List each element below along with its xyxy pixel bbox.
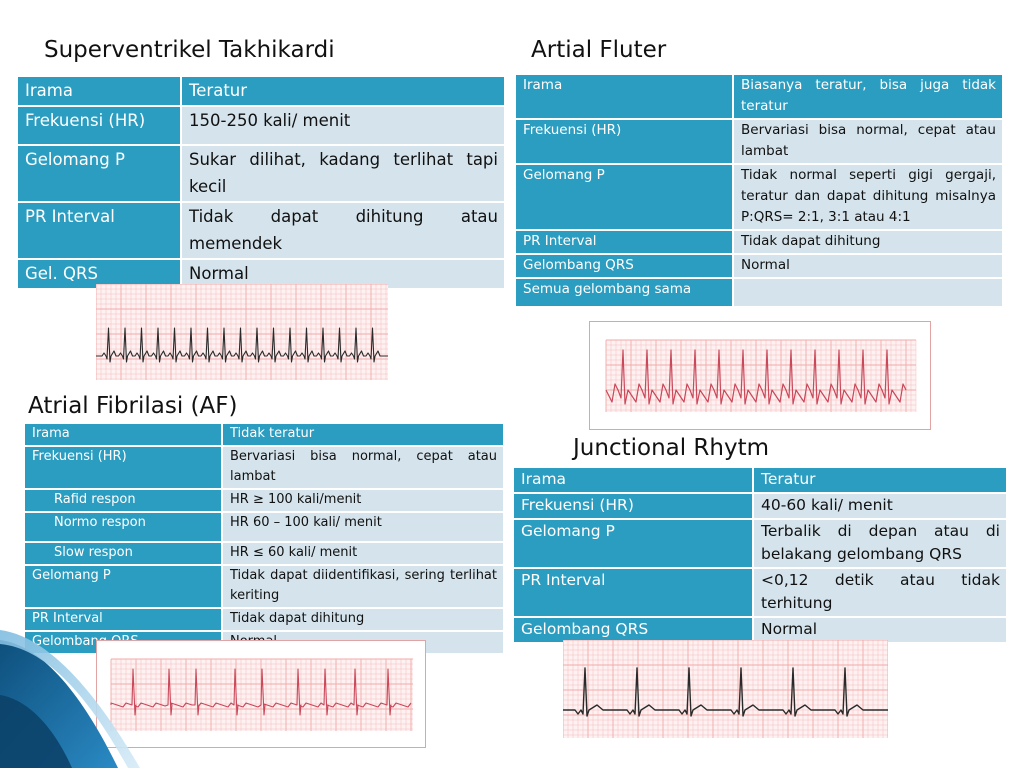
row-value: Tidak normal seperti gigi gergaji, terat… <box>734 165 1002 231</box>
table-row: PR Interval Tidak dapat dihitung <box>25 609 503 632</box>
row-value: HR ≤ 60 kali/ menit <box>223 543 503 566</box>
ecg-strip-svt <box>96 284 388 380</box>
table-row: Frekuensi (HR) 40-60 kali/ menit <box>514 494 1006 520</box>
row-value: Terbalik di depan atau di belakang gelom… <box>754 520 1006 569</box>
row-value: Tidak teratur <box>223 424 503 447</box>
table-row: Semua gelombang sama <box>516 279 1002 308</box>
row-value <box>734 279 1002 308</box>
ecg-strip-junctional <box>563 640 888 738</box>
table-flutter: Irama Biasanya teratur, bisa juga tidak … <box>516 75 1002 308</box>
row-key: Irama <box>25 424 223 447</box>
wave-decoration <box>0 630 140 768</box>
row-key: Irama <box>516 75 734 120</box>
row-key: Irama <box>18 77 182 107</box>
table-row: Gelomang P Sukar dilihat, kadang terliha… <box>18 146 504 203</box>
row-value: Tidak dapat dihitung <box>734 231 1002 255</box>
table-row: Gelomang P Tidak dapat diidentifikasi, s… <box>25 566 503 609</box>
table-row: Irama Teratur <box>18 77 504 107</box>
row-key: Rafid respon <box>25 490 223 513</box>
table-row: PR Interval Tidak dapat dihitung <box>516 231 1002 255</box>
table-row: Irama Biasanya teratur, bisa juga tidak … <box>516 75 1002 120</box>
row-key: Gelomang P <box>516 165 734 231</box>
row-value: Teratur <box>182 77 504 107</box>
table-row: Irama Tidak teratur <box>25 424 503 447</box>
ecg-strip-af <box>96 640 426 748</box>
table-junctional: Irama Teratur Frekuensi (HR) 40-60 kali/… <box>514 468 1006 644</box>
table-row: Slow respon HR ≤ 60 kali/ menit <box>25 543 503 566</box>
table-row: Frekuensi (HR) 150-250 kali/ menit <box>18 107 504 146</box>
table-svt: Irama Teratur Frekuensi (HR) 150-250 kal… <box>18 77 504 290</box>
row-key: Frekuensi (HR) <box>18 107 182 146</box>
row-value: Tidak dapat dihitung <box>223 609 503 632</box>
row-key: PR Interval <box>516 231 734 255</box>
row-value: 150-250 kali/ menit <box>182 107 504 146</box>
row-key: Gelombang QRS <box>516 255 734 279</box>
row-value: Biasanya teratur, bisa juga tidak teratu… <box>734 75 1002 120</box>
row-value: Tidak dapat diidentifikasi, sering terli… <box>223 566 503 609</box>
table-row: Frekuensi (HR) Bervariasi bisa normal, c… <box>516 120 1002 165</box>
row-key: Irama <box>514 468 754 494</box>
title-af: Atrial Fibrilasi (AF) <box>28 393 238 419</box>
table-row: Gelombang QRS Normal <box>516 255 1002 279</box>
row-key: Frekuensi (HR) <box>516 120 734 165</box>
ecg-trace-graphic <box>605 339 917 412</box>
row-value: <0,12 detik atau tidak terhitung <box>754 569 1006 618</box>
row-value: Teratur <box>754 468 1006 494</box>
table-row: Gelomang P Terbalik di depan atau di bel… <box>514 520 1006 569</box>
row-key: Gelomang P <box>25 566 223 609</box>
table-row: Gelomang P Tidak normal seperti gigi ger… <box>516 165 1002 231</box>
row-value: Tidak dapat dihitung atau memendek <box>182 203 504 260</box>
row-value: Bervariasi bisa normal, cepat atau lamba… <box>734 120 1002 165</box>
row-value: Bervariasi bisa normal, cepat atau lamba… <box>223 447 503 490</box>
table-row: Irama Teratur <box>514 468 1006 494</box>
row-key: Semua gelombang sama <box>516 279 734 308</box>
row-key: Gelomang P <box>514 520 754 569</box>
row-key: PR Interval <box>25 609 223 632</box>
table-row: Rafid respon HR ≥ 100 kali/menit <box>25 490 503 513</box>
row-key: Gelomang P <box>18 146 182 203</box>
title-flutter: Artial Fluter <box>531 37 667 63</box>
ecg-trace-graphic <box>563 640 888 738</box>
row-key: Normo respon <box>25 513 223 543</box>
row-value: 40-60 kali/ menit <box>754 494 1006 520</box>
table-af: Irama Tidak teratur Frekuensi (HR) Berva… <box>25 424 503 655</box>
row-key: Frekuensi (HR) <box>514 494 754 520</box>
ecg-strip-flutter <box>589 321 931 430</box>
row-key: Frekuensi (HR) <box>25 447 223 490</box>
row-key: Slow respon <box>25 543 223 566</box>
row-value: Normal <box>734 255 1002 279</box>
row-value: HR 60 – 100 kali/ menit <box>223 513 503 543</box>
row-key: PR Interval <box>18 203 182 260</box>
title-junctional: Junctional Rhytm <box>573 435 770 461</box>
row-value: Sukar dilihat, kadang terlihat tapi keci… <box>182 146 504 203</box>
row-value: HR ≥ 100 kali/menit <box>223 490 503 513</box>
table-row: PR Interval Tidak dapat dihitung atau me… <box>18 203 504 260</box>
ecg-trace-graphic <box>96 284 388 380</box>
table-row: PR Interval <0,12 detik atau tidak terhi… <box>514 569 1006 618</box>
ecg-trace-graphic <box>110 658 413 731</box>
table-row: Frekuensi (HR) Bervariasi bisa normal, c… <box>25 447 503 490</box>
table-row: Normo respon HR 60 – 100 kali/ menit <box>25 513 503 543</box>
row-key: PR Interval <box>514 569 754 618</box>
title-svt: Superventrikel Takhikardi <box>44 37 335 63</box>
